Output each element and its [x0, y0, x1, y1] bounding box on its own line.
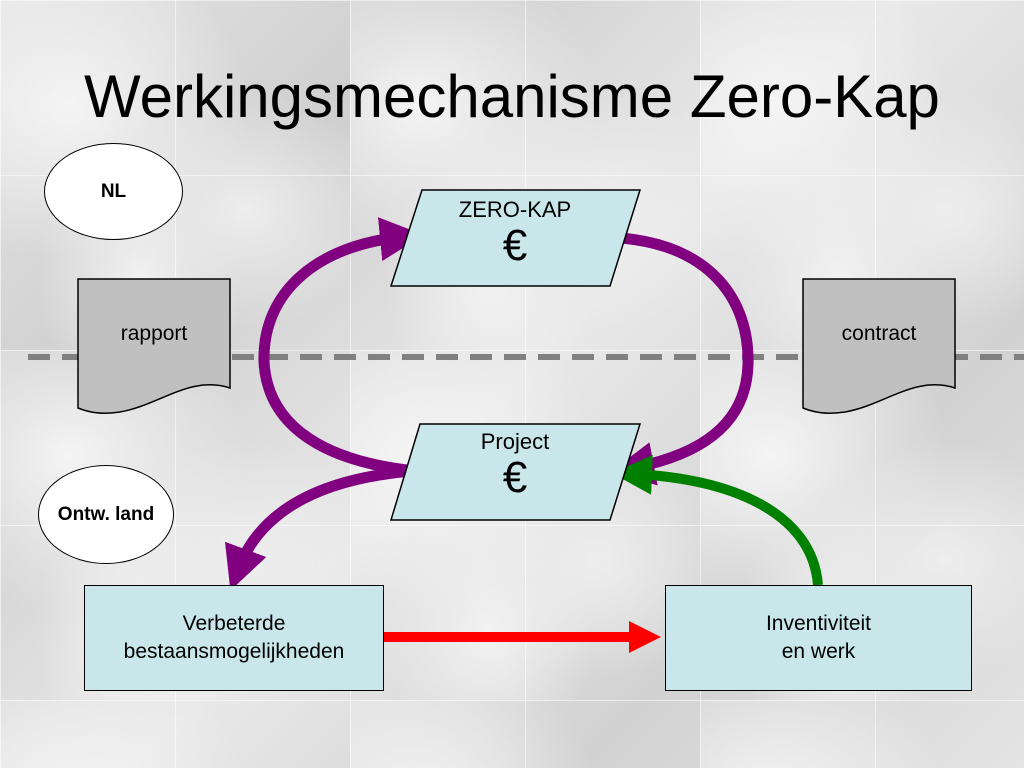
zerokap-label: ZERO-KAP — [458, 197, 572, 222]
document-label-rapport: rapport — [120, 322, 188, 345]
parallelogram-project — [389, 423, 642, 521]
euro-symbol-zerokap: € — [502, 221, 528, 270]
document-label-contract: contract — [841, 322, 917, 345]
arrow-zerokap-to-project — [610, 232, 754, 486]
box-improved-livelihoods-text: Verbeterde bestaansmogelijkheden — [123, 612, 345, 663]
slide-title: Werkingsmechanisme Zero-Kap — [84, 63, 940, 130]
euro-symbol-project: € — [502, 453, 528, 502]
oval-nl: NL — [44, 143, 183, 240]
zerokap-label-group: ZERO-KAP € — [420, 197, 610, 269]
oval-developing-country: Ontw. land — [38, 465, 174, 564]
box-inventiveness-work-text: Inventiviteit en werk — [765, 612, 872, 663]
box-inventiveness-work: Inventiviteit en werk — [665, 585, 972, 691]
project-label: Project — [480, 429, 550, 454]
parallelogram-zerokap — [389, 189, 642, 287]
document-shape-rapport — [77, 278, 231, 414]
arrow-project-to-livelihoods — [225, 465, 413, 591]
box-improved-livelihoods: Verbeterde bestaansmogelijkheden — [84, 585, 384, 691]
document-shape-contract — [802, 278, 956, 414]
project-label-group: Project € — [420, 429, 610, 501]
arrow-project-to-zerokap — [258, 217, 424, 477]
arrow-inventiveness-to-project — [612, 454, 823, 586]
